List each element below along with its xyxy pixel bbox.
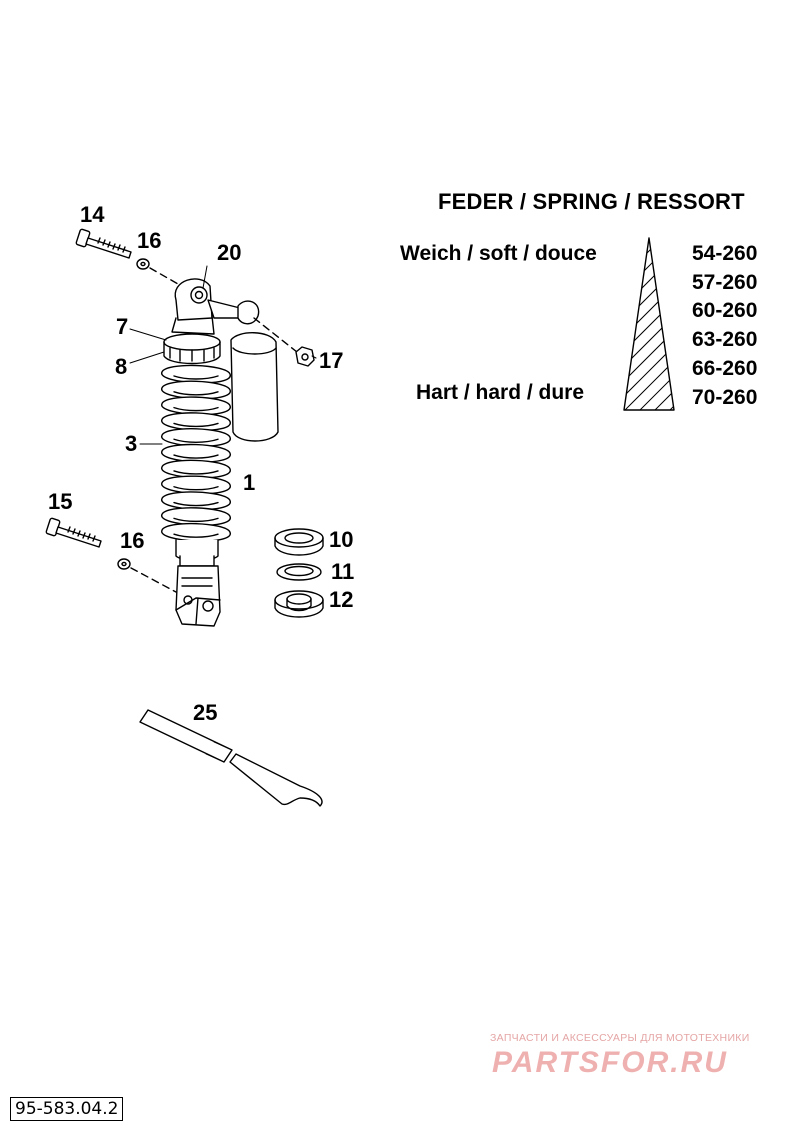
spring-coil-inner (173, 438, 219, 443)
callout-16-top: 16 (137, 228, 162, 253)
spring-coil (161, 396, 231, 416)
spring-coil-inner (173, 406, 219, 412)
spring-coil (161, 507, 231, 526)
spring-rate: 54-260 (692, 242, 758, 265)
spring-coil (161, 491, 231, 511)
washer-16-bottom (117, 558, 131, 570)
callout-14: 14 (80, 202, 105, 227)
spanner-tool-25 (139, 709, 323, 807)
spring-coil (161, 364, 231, 384)
spring-coil (161, 522, 231, 542)
callout-12: 12 (329, 587, 354, 612)
part-12-bump-stop (274, 590, 324, 618)
callout-1: 1 (243, 470, 256, 495)
spring-soft-label: Weich / soft / douce (400, 242, 597, 265)
assembly-line-bottom (130, 567, 177, 593)
shock-lower-body (175, 539, 221, 627)
spring-rate: 60-260 (692, 299, 758, 322)
callout-7: 7 (116, 314, 129, 339)
spring-rate: 66-260 (692, 357, 758, 380)
spring-coil-inner (173, 470, 219, 475)
callout-16-bottom: 16 (120, 528, 145, 553)
watermark-logo: PARTSFOR.RU (492, 1046, 728, 1079)
spring-coil-inner (173, 501, 219, 507)
document-number: 95-583.04.2 (10, 1097, 124, 1121)
shock-top-mount (171, 278, 215, 335)
spring-coil-inner (173, 486, 219, 491)
watermark-tagline: ЗАПЧАСТИ И АКСЕССУАРЫ ДЛЯ МОТОТЕХНИКИ (490, 1032, 750, 1044)
spring-table-title: FEDER / SPRING / RESSORT (438, 189, 745, 214)
spring-coil-inner (173, 517, 219, 523)
spring-coil-inner (173, 391, 219, 396)
spring-coils (161, 364, 231, 542)
spring-hard-label: Hart / hard / dure (416, 381, 585, 404)
leader-lines (129, 265, 317, 445)
spring-coil (161, 459, 231, 479)
bolt-15 (45, 517, 102, 548)
callout-25: 25 (193, 700, 218, 725)
spring-rate: 57-260 (692, 271, 758, 294)
callout-8: 8 (115, 354, 128, 379)
spring-coil-inner (173, 422, 219, 428)
spring-rate-wedge (623, 237, 675, 411)
callout-15: 15 (48, 489, 73, 514)
spring-coil-inner (173, 533, 219, 538)
spring-coil (161, 428, 231, 447)
part-11-washer (276, 563, 322, 581)
part-10-bump-stop-cup (274, 528, 324, 556)
callout-11: 11 (331, 559, 355, 584)
spring-coil-inner (173, 375, 219, 380)
callout-20: 20 (217, 240, 242, 265)
callout-10: 10 (329, 527, 354, 552)
spring-coil-inner (173, 454, 219, 459)
nut-17 (295, 346, 315, 367)
spring-coil (161, 475, 231, 495)
callout-3: 3 (125, 431, 138, 456)
callout-17: 17 (319, 348, 344, 373)
spring-coil (161, 443, 231, 463)
spring-rate: 63-260 (692, 328, 758, 351)
preload-rings (163, 333, 221, 365)
spring-coil (161, 412, 231, 432)
spring-coil (161, 380, 231, 400)
washer-16-top (136, 258, 150, 270)
spring-rate: 70-260 (692, 386, 758, 409)
bolt-14 (75, 228, 132, 259)
